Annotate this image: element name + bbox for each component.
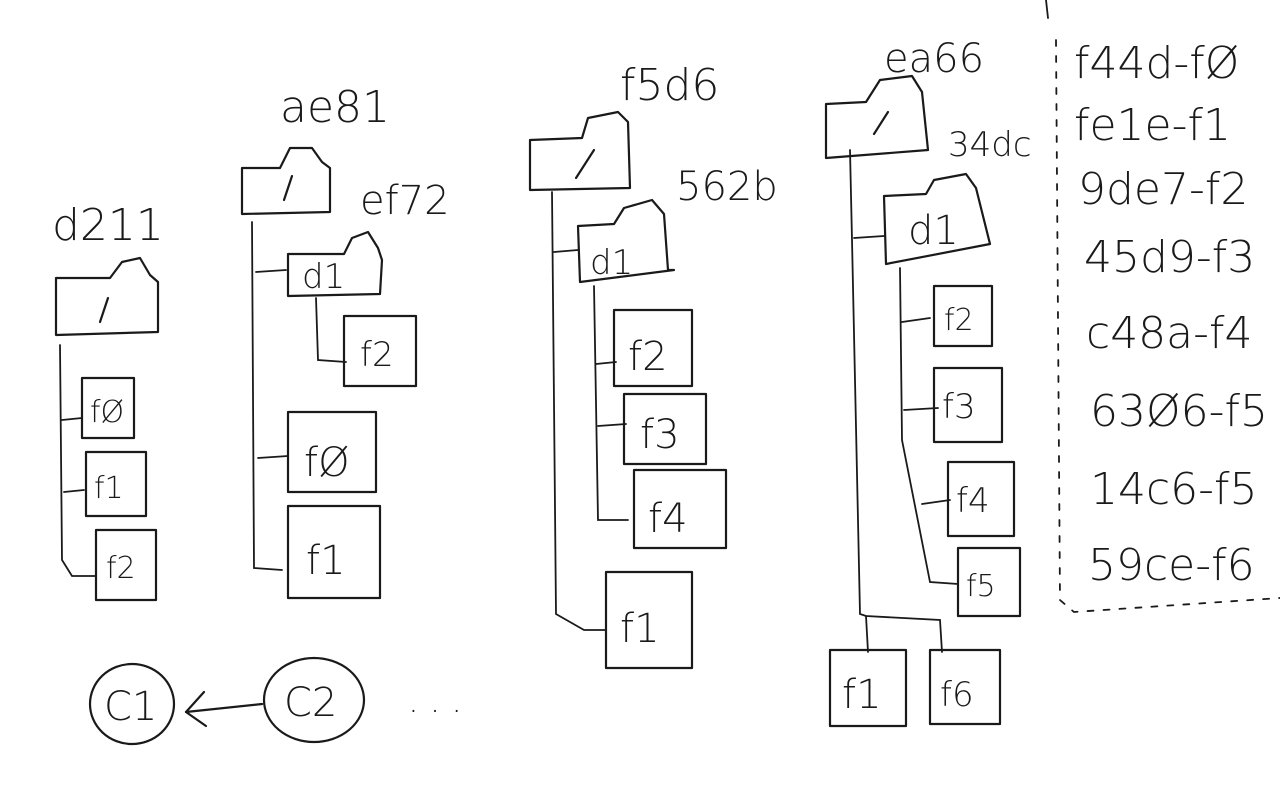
- dir-node: d1: [286, 230, 384, 298]
- file-node: f5: [956, 546, 1022, 618]
- commit-c2-node: C2: [262, 656, 366, 744]
- tree-branch-line: [59, 344, 97, 577]
- table-entry: 9de7-f2: [1078, 164, 1248, 215]
- table-entry: 63Ø6-f5: [1090, 386, 1268, 437]
- tree-d211: d211 fØ f1 f2: [52, 200, 164, 602]
- file-node: f2: [612, 308, 694, 388]
- file-label: f2: [628, 334, 668, 380]
- file-hash-table: f44d-fØ fe1e-f1 9de7-f2 45d9-f3 c48a-f4 …: [1045, 0, 1280, 613]
- file-label: f1: [306, 538, 346, 584]
- file-node: f2: [932, 284, 994, 348]
- file-label: f2: [106, 551, 136, 586]
- tree-ae81: ae81 ef72 d1 f2 fØ f1: [240, 82, 450, 600]
- table-entry: 14c6-f5: [1090, 464, 1258, 515]
- file-label: f3: [640, 412, 680, 458]
- dir-hash-label: 34dc: [948, 125, 1032, 165]
- file-node: f4: [946, 460, 1016, 538]
- file-node: f2: [342, 314, 418, 388]
- file-node: f3: [622, 392, 708, 466]
- file-label: f4: [648, 496, 688, 542]
- dir-hash-label: 562b: [676, 164, 778, 210]
- root-folder-icon: [528, 110, 632, 192]
- file-label: fØ: [304, 440, 350, 486]
- table-entry: 45d9-f3: [1084, 232, 1255, 283]
- root-folder-icon: [54, 256, 160, 337]
- file-node: f1: [84, 450, 148, 518]
- commit-chain: C1 C2 . . .: [88, 656, 462, 746]
- arrow-left-icon: [184, 690, 264, 728]
- table-entry: fe1e-f1: [1074, 100, 1231, 151]
- file-node: fØ: [80, 376, 136, 440]
- table-entry: f44d-fØ: [1074, 38, 1239, 89]
- tree-hash-label: ae81: [280, 82, 390, 133]
- file-label: f3: [942, 387, 976, 427]
- file-label: f1: [94, 471, 124, 506]
- tree-hash-label: d211: [52, 200, 164, 251]
- file-label: f6: [940, 675, 974, 715]
- tree-branch-line: [251, 221, 283, 571]
- tree-branch-line: [849, 149, 943, 653]
- dir-node: d1: [882, 172, 992, 266]
- tree-hash-label: ea66: [884, 36, 984, 82]
- file-label: f4: [956, 481, 990, 521]
- file-label: f2: [944, 303, 974, 338]
- tree-f5d6: f5d6 562b d1 f2 f3 f4 f1: [528, 60, 778, 670]
- ellipsis: . . .: [408, 681, 462, 721]
- file-node: f3: [932, 366, 1004, 444]
- file-node: f1: [828, 648, 908, 728]
- file-label: f1: [842, 672, 882, 718]
- root-folder-icon: [824, 74, 930, 160]
- file-label: f1: [620, 606, 660, 652]
- file-node: fØ: [286, 410, 378, 494]
- root-folder-icon: [240, 146, 332, 216]
- file-node: f4: [632, 468, 728, 550]
- file-label: fØ: [90, 395, 124, 430]
- tree-branch-line: [551, 191, 607, 631]
- file-node: f1: [604, 570, 694, 670]
- commit-label: C1: [104, 684, 157, 730]
- table-entry: c48a-f4: [1086, 308, 1253, 359]
- tree-hash-label: f5d6: [620, 60, 719, 111]
- tree-ea66: ea66 34dc d1 f2 f3 f4 f5: [824, 36, 1032, 728]
- dir-node: d1: [576, 198, 676, 284]
- table-entry: 59ce-f6: [1088, 540, 1255, 591]
- file-label: f5: [966, 569, 996, 604]
- dir-label: d1: [590, 243, 633, 283]
- file-node: f2: [94, 528, 158, 602]
- file-label: f2: [360, 335, 394, 375]
- dir-label: d1: [302, 257, 345, 297]
- commit-label: C2: [284, 680, 337, 726]
- dir-label: d1: [908, 208, 959, 254]
- dir-hash-label: ef72: [360, 178, 450, 224]
- file-node: f6: [928, 648, 1002, 726]
- file-node: f1: [286, 504, 382, 600]
- commit-c1-node: C1: [88, 662, 176, 746]
